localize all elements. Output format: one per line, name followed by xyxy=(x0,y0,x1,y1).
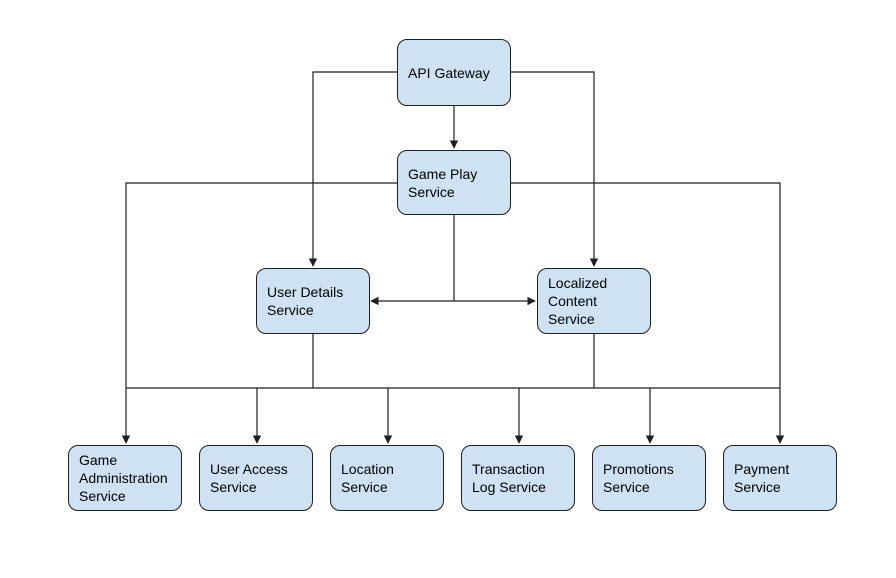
node-label-line: Transaction xyxy=(472,461,545,477)
node-label-line: Game Play xyxy=(408,165,478,182)
promotions-service-node: Promotions Service xyxy=(592,445,706,511)
node-label-line: Service xyxy=(734,479,781,495)
api-gateway-node: API Gateway xyxy=(397,39,511,106)
node-label-line: Service xyxy=(408,183,455,200)
game-play-service-node: Game Play Service xyxy=(397,150,511,215)
node-label-line: User Details xyxy=(267,284,344,300)
connector-gameplay-right-branch xyxy=(511,182,781,388)
node-label-line: Administration xyxy=(79,470,168,486)
node-label-line: Game xyxy=(79,452,118,468)
connector-gateway-to-user-details xyxy=(308,71,397,267)
node-label-line: Service xyxy=(79,488,126,504)
game-administration-service-node: Game Administration Service xyxy=(68,445,182,511)
node-label-line: Service xyxy=(548,311,595,327)
node-label-line: Localized xyxy=(548,275,608,291)
node-label-line: Log Service xyxy=(472,479,546,495)
node-label-line: API Gateway xyxy=(408,64,490,81)
node-label-line: User Access xyxy=(210,461,288,477)
connector-gateway-to-localized-content xyxy=(511,71,599,267)
connector-gameplay-left-branch xyxy=(125,182,397,388)
node-label-line: Location xyxy=(341,461,394,477)
node-label-line: Service xyxy=(341,479,388,495)
node-label-line: Service xyxy=(267,302,314,318)
node-label-line: Content xyxy=(548,293,598,309)
payment-service-node: Payment Service xyxy=(723,445,837,511)
user-details-service-node: User Details Service xyxy=(256,268,370,334)
localized-content-service-node: Localized Content Service xyxy=(537,268,651,334)
node-label-line: Service xyxy=(603,479,650,495)
user-access-service-node: User Access Service xyxy=(199,445,313,511)
node-label-line: Payment xyxy=(734,461,790,477)
node-label-line: Promotions xyxy=(603,461,674,477)
transaction-log-service-node: Transaction Log Service xyxy=(461,445,575,511)
location-service-node: Location Service xyxy=(330,445,444,511)
node-label-line: Service xyxy=(210,479,257,495)
